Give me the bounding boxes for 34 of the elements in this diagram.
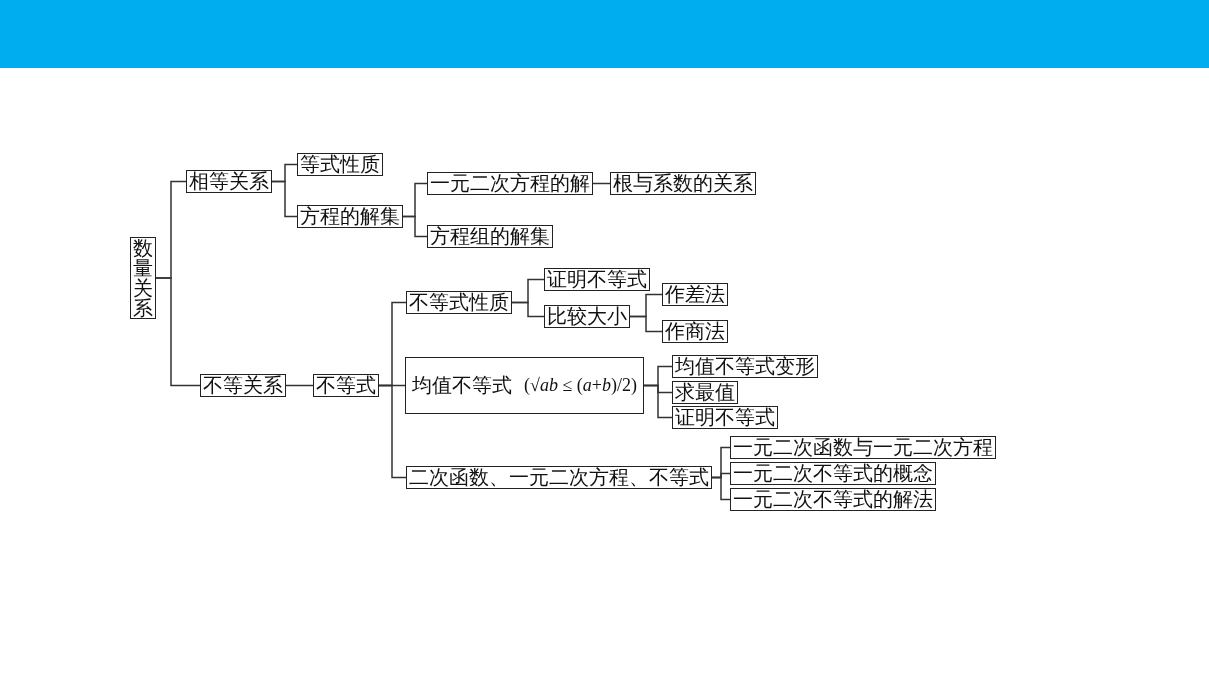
topic-box: 不等关系 — [200, 374, 286, 397]
topic-box: 方程组的解集 — [427, 225, 553, 248]
topic-box: 一元二次不等式的概念 — [730, 462, 936, 485]
connector-line — [285, 384, 314, 387]
topic-box: 均值不等式变形 — [672, 355, 818, 378]
connector-line — [402, 215, 428, 238]
topic-box: 证明不等式 — [672, 406, 778, 429]
topic-box: 不等式 — [313, 374, 379, 397]
connector-line — [511, 301, 545, 318]
topic-box — [405, 357, 644, 414]
connector-line — [378, 384, 407, 479]
connector-line — [629, 315, 663, 333]
topic-box: 求最值 — [672, 381, 738, 404]
connector-line — [643, 384, 673, 419]
topic-box: 相等关系 — [186, 170, 272, 193]
topic-box: 一元二次函数与一元二次方程 — [730, 436, 996, 459]
topic-box: 方程的解集 — [297, 205, 403, 228]
connector-line — [711, 476, 731, 501]
topic-box: 二次函数、一元二次方程、不等式 — [406, 466, 712, 489]
topic-box: 等式性质 — [297, 153, 383, 176]
topic-box: 数量关系 — [130, 237, 156, 319]
topic-box: 根与系数的关系 — [610, 172, 756, 195]
topic-box: 比较大小 — [544, 305, 630, 328]
topic-text: 均值不等式 — [412, 375, 512, 396]
formula-text: (√ab ≤ (a+b)/2) — [524, 375, 637, 396]
connector-line — [271, 180, 298, 218]
topic-box: 不等式性质 — [406, 291, 512, 314]
topic-box: 一元二次不等式的解法 — [730, 488, 936, 511]
topic-box: 作商法 — [662, 320, 728, 343]
topic-box: 证明不等式 — [544, 268, 650, 291]
connector-line — [592, 182, 611, 185]
connector-line — [155, 277, 201, 387]
topic-box: 作差法 — [662, 283, 728, 306]
topic-box: 一元二次方程的解 — [427, 172, 593, 195]
